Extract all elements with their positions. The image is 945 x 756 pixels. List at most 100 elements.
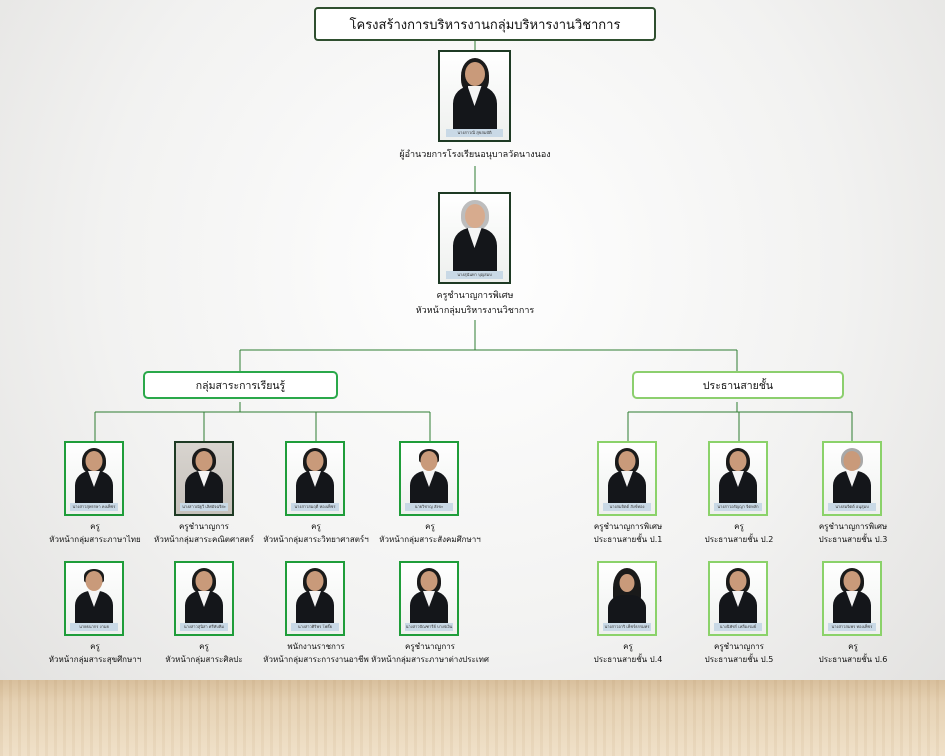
face-shape	[85, 451, 103, 471]
grade-6-nameplate: นางสาวสมพร ทองเพ็ชร	[828, 623, 876, 631]
subject-4-nameplate: นายวิชาญ สังขะ	[405, 503, 453, 511]
subject-8-photo: นางสาวปัณฑารีย์ บางจ่เงิน	[399, 561, 459, 636]
grade-1-photo: นางสมจิตต์ สังข์ทอง	[597, 441, 657, 516]
director-caption-line: ผู้อำนวยการโรงเรียนอนุบาลวัดนางนอง	[399, 150, 551, 160]
group-subjects: กลุ่มสาระการเรียนรู้	[143, 371, 338, 399]
caption-line-1: ครูชำนาญการ	[179, 522, 229, 531]
caption-line-2: หัวหน้ากลุ่มสาระสังคมศึกษาฯ	[379, 535, 481, 544]
director-caption: ผู้อำนวยการโรงเรียนอนุบาลวัดนางนอง	[370, 148, 580, 163]
subject-1-caption: ครู หัวหน้ากลุ่มสาระภาษาไทย	[35, 520, 155, 546]
caption-line-2: ประธานสายชั้น ป.6	[818, 655, 888, 664]
subject-3-photo: นางสาวสมฤดี ทองเพ็ชร	[285, 441, 345, 516]
subject-4-photo: นายวิชาญ สังขะ	[399, 441, 459, 516]
subject-2-photo: นางสาวณัฐวี เลิศอัจฉริยะ	[174, 441, 234, 516]
face-shape	[618, 451, 636, 471]
caption-line-1: พนักงานราชการ	[287, 642, 345, 651]
subject-3-caption: ครู หัวหน้ากลุ่มสาระวิทยาศาสตร์ฯ	[256, 520, 376, 546]
caption-line-1: ครู	[90, 522, 100, 531]
face-shape	[420, 451, 438, 471]
suit-shape	[608, 595, 646, 627]
subject-8-nameplate: นางสาวปัณฑารีย์ บางจ่เงิน	[405, 623, 453, 631]
grade-2-nameplate: นางสาวอรัญญา จิตหลัก	[714, 503, 762, 511]
subject-3-nameplate: นางสาวสมฤดี ทองเพ็ชร	[291, 503, 339, 511]
grade-3-caption: ครูชำนาญการพิเศษ ประธานสายชั้น ป.3	[793, 520, 913, 546]
face-shape	[729, 571, 747, 591]
grade-6-caption: ครู ประธานสายชั้น ป.6	[793, 640, 913, 666]
caption-line-1: ครู	[311, 522, 321, 531]
subject-6-photo: นางสาวสุนิสา ศรีทับทิม	[174, 561, 234, 636]
subject-1-photo: นางสาวสุพรรษา คงเพ็ชร	[64, 441, 124, 516]
head-photo: นางสุนันทา บุญสมบ	[438, 192, 511, 284]
caption-line-1: ครู	[848, 642, 858, 651]
caption-line-2: หัวหน้ากลุ่มสาระภาษาไทย	[49, 535, 141, 544]
subject-4-caption: ครู หัวหน้ากลุ่มสาระสังคมศึกษาฯ	[370, 520, 490, 546]
head-nameplate: นางสุนันทา บุญสมบ	[445, 271, 504, 279]
caption-line-1: ครู	[623, 642, 633, 651]
caption-line-1: ครูชำนาญการพิเศษ	[593, 522, 663, 531]
face-shape	[306, 451, 324, 471]
subject-2-nameplate: นางสาวณัฐวี เลิศอัจฉริยะ	[180, 503, 228, 511]
face-shape	[843, 451, 861, 471]
caption-line-2: หัวหน้ากลุ่มสาระการงานอาชีพ	[263, 655, 369, 664]
grade-1-caption: ครูชำนาญการพิเศษ ประธานสายชั้น ป.1	[568, 520, 688, 546]
subject-2-caption: ครูชำนาญการ หัวหน้ากลุ่มสาระคณิตศาสตร์	[144, 520, 264, 546]
subject-5-caption: ครู หัวหน้ากลุ่มสาระสุขศึกษาฯ	[35, 640, 155, 666]
grade-2-caption: ครู ประธานสายชั้น ป.2	[679, 520, 799, 546]
caption-line-1: ครูชำนาญการ	[714, 642, 764, 651]
grade-4-caption: ครู ประธานสายชั้น ป.4	[568, 640, 688, 666]
grade-6-photo: นางสาวสมพร ทองเพ็ชร	[822, 561, 882, 636]
caption-line-1: ครูชำนาญการ	[405, 642, 455, 651]
grade-3-photo: นางสมจิตต์ อนุสุมบ	[822, 441, 882, 516]
face-shape	[464, 62, 485, 86]
caption-line-2: ประธานสายชั้น ป.1	[593, 535, 663, 544]
caption-line-2: ประธานสายชั้น ป.2	[704, 535, 774, 544]
face-shape	[464, 204, 485, 228]
grade-5-caption: ครูชำนาญการ ประธานสายชั้น ป.5	[679, 640, 799, 666]
grade-5-nameplate: นางนิพัชร์ เหลืองรมย์	[714, 623, 762, 631]
face-shape	[420, 571, 438, 591]
group-grade-heads: ประธานสายชั้น	[632, 371, 844, 399]
face-shape	[843, 571, 861, 591]
subject-8-caption: ครูชำนาญการ หัวหน้ากลุ่มสาระภาษาต่างประเ…	[365, 640, 495, 666]
subject-1-nameplate: นางสาวสุพรรษา คงเพ็ชร	[70, 503, 118, 511]
face-shape	[729, 451, 747, 471]
subject-7-photo: นางสาวศิริพร โพธิ์ย	[285, 561, 345, 636]
grade-1-nameplate: นางสมจิตต์ สังข์ทอง	[603, 503, 651, 511]
face-shape	[619, 574, 635, 592]
grade-3-nameplate: นางสมจิตต์ อนุสุมบ	[828, 503, 876, 511]
director-nameplate: นางสาวณี สุขสมบัติ	[445, 129, 504, 137]
subject-6-caption: ครู หัวหน้ากลุ่มสาระศิลปะ	[144, 640, 264, 666]
subject-7-nameplate: นางสาวศิริพร โพธิ์ย	[291, 623, 339, 631]
face-shape	[85, 571, 103, 591]
head-caption: ครูชำนาญการพิเศษ หัวหน้ากลุ่มบริหารงานวิ…	[370, 289, 580, 319]
caption-line-2: หัวหน้ากลุ่มสาระคณิตศาสตร์	[154, 535, 254, 544]
caption-line-1: ครูชำนาญการพิเศษ	[818, 522, 888, 531]
caption-line-2: หัวหน้ากลุ่มสาระศิลปะ	[165, 655, 243, 664]
chart-title: โครงสร้างการบริหารงานกลุ่มบริหารงานวิชาก…	[314, 7, 656, 41]
grade-5-photo: นางนิพัชร์ เหลืองรมย์	[708, 561, 768, 636]
floor-background	[0, 680, 945, 756]
subject-5-photo: นายธนากร งามย	[64, 561, 124, 636]
grade-2-photo: นางสาวอรัญญา จิตหลัก	[708, 441, 768, 516]
caption-line-2: ประธานสายชั้น ป.4	[593, 655, 663, 664]
face-shape	[195, 571, 213, 591]
face-shape	[195, 451, 213, 471]
grade-4-photo: นางสาวอาริ เพ็ชร์ธรรมทร	[597, 561, 657, 636]
caption-line-2: ประธานสายชั้น ป.5	[704, 655, 774, 664]
face-shape	[306, 571, 324, 591]
caption-line-2: ประธานสายชั้น ป.3	[818, 535, 888, 544]
head-caption-line-2: หัวหน้ากลุ่มบริหารงานวิชาการ	[415, 306, 535, 316]
caption-line-2: หัวหน้ากลุ่มสาระวิทยาศาสตร์ฯ	[263, 535, 369, 544]
subject-5-nameplate: นายธนากร งามย	[70, 623, 118, 631]
caption-line-1: ครู	[90, 642, 100, 651]
caption-line-2: หัวหน้ากลุ่มสาระภาษาต่างประเทศ	[371, 655, 489, 664]
caption-line-1: ครู	[425, 522, 435, 531]
grade-4-nameplate: นางสาวอาริ เพ็ชร์ธรรมทร	[603, 623, 651, 631]
subject-6-nameplate: นางสาวสุนิสา ศรีทับทิม	[180, 623, 228, 631]
director-photo: นางสาวณี สุขสมบัติ	[438, 50, 511, 142]
caption-line-2: หัวหน้ากลุ่มสาระสุขศึกษาฯ	[48, 655, 142, 664]
head-caption-line-1: ครูชำนาญการพิเศษ	[436, 291, 514, 301]
caption-line-1: ครู	[199, 642, 209, 651]
caption-line-1: ครู	[734, 522, 744, 531]
